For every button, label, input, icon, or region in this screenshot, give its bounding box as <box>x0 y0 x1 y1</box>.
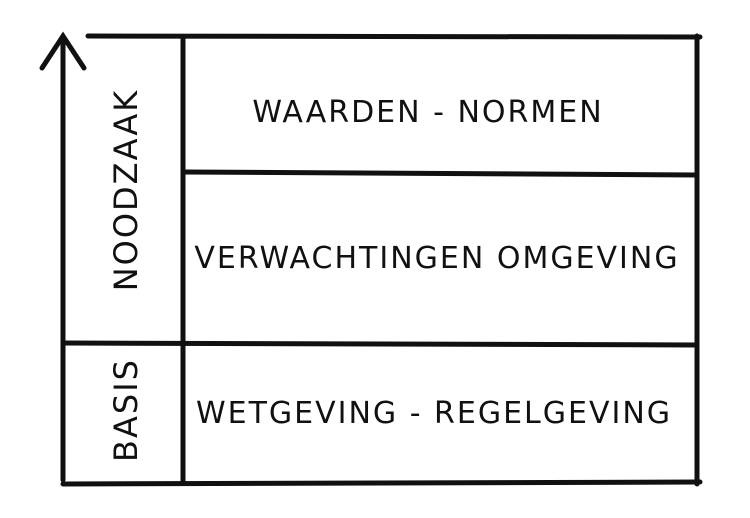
row-separator-upper <box>180 169 700 178</box>
row-label-environment-expectations: VERWACHTINGEN OMGEVING <box>194 241 679 276</box>
bottom-border <box>60 479 703 487</box>
axis-label-noodzaak: NOODZAAK <box>107 89 145 292</box>
top-border <box>85 33 703 40</box>
row-label-legislation-regulation: WETGEVING - REGELGEVING <box>196 396 672 431</box>
row-separator-lower <box>60 340 700 348</box>
up-arrow-icon <box>39 31 87 71</box>
row-label-values-norms: WAARDEN - NORMEN <box>252 95 603 130</box>
axis-label-basis: BASIS <box>107 358 145 462</box>
